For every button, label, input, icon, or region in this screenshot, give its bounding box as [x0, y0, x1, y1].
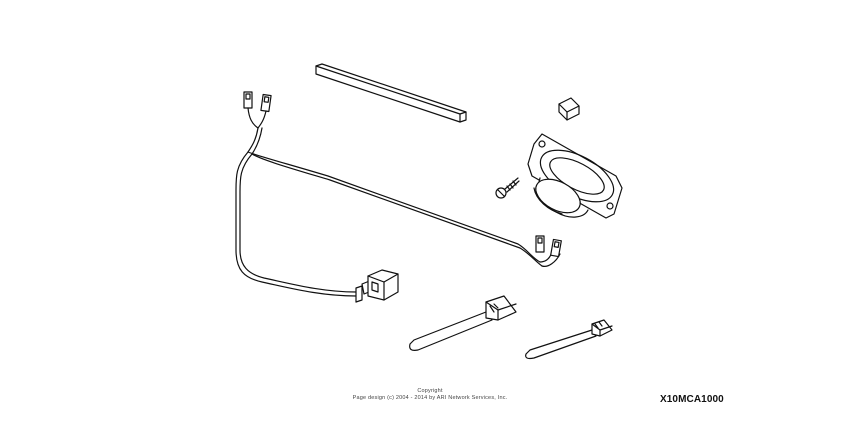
cable-tie-small — [525, 319, 613, 360]
part-code-label: X10MCA1000 — [660, 394, 724, 405]
wire-harness — [235, 91, 562, 303]
junction-connector — [355, 269, 399, 303]
copyright-line: Page design (c) 2004 - 2014 by ARI Netwo… — [352, 394, 508, 401]
speaker-unit — [527, 133, 623, 219]
foam-strip — [315, 63, 467, 123]
copyright-title: Copyright — [417, 388, 443, 394]
upper-terminal-pair — [243, 91, 272, 129]
copyright-notice: Copyright Page design (c) 2004 - 2014 by… — [300, 388, 560, 401]
lower-terminal-pair — [535, 235, 562, 267]
mounting-screw — [495, 177, 520, 199]
cable-tie-large — [409, 295, 517, 351]
spacer-collar — [558, 97, 580, 121]
